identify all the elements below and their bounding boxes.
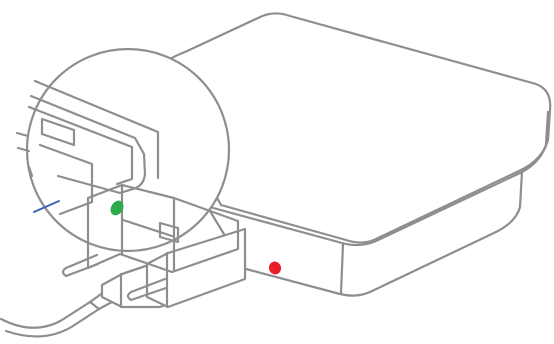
device-rear-lower-edge xyxy=(341,244,343,293)
cable-icon xyxy=(1,292,112,336)
red-status-light-icon xyxy=(267,260,282,276)
cable-outline-inner xyxy=(6,309,99,336)
